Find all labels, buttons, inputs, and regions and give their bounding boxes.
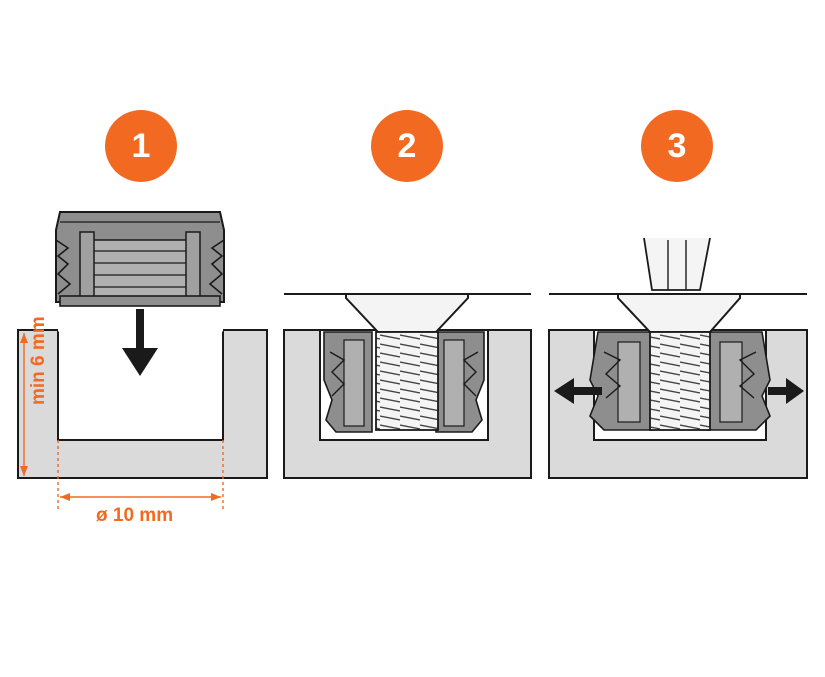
diameter-dimension-label: ø 10 mm [96,505,174,526]
panel-3 [548,237,808,479]
screw-3 [617,293,741,431]
insertion-arrow-icon [122,309,158,376]
step-2-badge: 2 [371,110,443,182]
depth-dimension-label: min 6 mm [28,316,49,405]
panel-2 [283,293,532,479]
insert-part [55,211,225,307]
step-1-badge: 1 [105,110,177,182]
screwdriver-icon [643,237,711,291]
insert-installed [323,331,485,433]
dimension-lines [20,333,224,512]
expand-right-arrow-icon [768,378,804,404]
screw-2 [345,293,469,431]
step-3-badge: 3 [641,110,713,182]
expand-left-arrow-icon [554,378,602,404]
insert-expanded [589,331,771,431]
panel-1 [17,211,268,512]
